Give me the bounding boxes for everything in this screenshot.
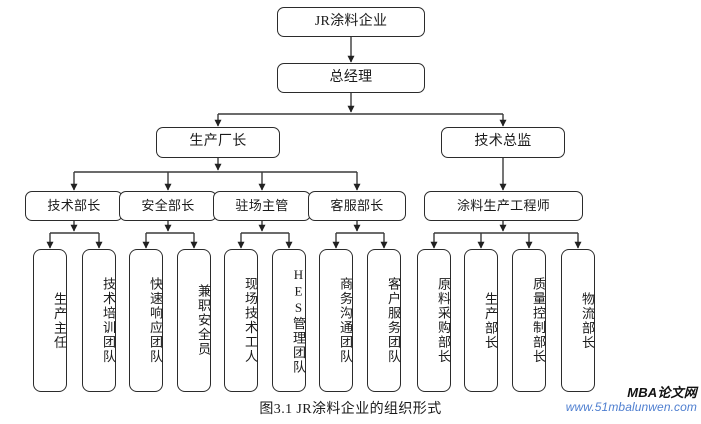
figure-caption: 图3.1 JR涂料企业的组织形式 [259, 402, 442, 417]
node-part-time-safety-officer[interactable]: 兼职安全员 [177, 249, 211, 392]
node-hes-management-team[interactable]: HES管理团队 [272, 249, 306, 392]
node-safety-manager[interactable]: 安全部长 [119, 191, 217, 221]
watermark-site-name: MBA论文网 [627, 385, 697, 400]
node-rapid-response-team[interactable]: 快速响应团队 [129, 249, 163, 392]
node-customer-service-manager[interactable]: 客服部长 [308, 191, 406, 221]
node-root[interactable]: JR涂料企业 [277, 7, 425, 37]
node-technical-director[interactable]: 技术总监 [441, 127, 565, 158]
node-technical-manager[interactable]: 技术部长 [25, 191, 123, 221]
node-logistics-manager[interactable]: 物流部长 [561, 249, 595, 392]
node-coating-production-engineer[interactable]: 涂料生产工程师 [424, 191, 583, 221]
node-production-director[interactable]: 生产厂长 [156, 127, 280, 158]
node-technical-training-team[interactable]: 技术培训团队 [82, 249, 116, 392]
node-quality-control-manager[interactable]: 质量控制部长 [512, 249, 546, 392]
node-production-manager[interactable]: 生产部长 [464, 249, 498, 392]
node-onsite-technical-worker[interactable]: 现场技术工人 [224, 249, 258, 392]
node-business-communication-team[interactable]: 商务沟通团队 [319, 249, 353, 392]
watermark-site-url: www.51mbalunwen.com [565, 399, 697, 414]
node-customer-service-team[interactable]: 客户服务团队 [367, 249, 401, 392]
node-raw-material-purchasing-manager[interactable]: 原料采购部长 [417, 249, 451, 392]
node-site-supervisor[interactable]: 驻场主管 [213, 191, 311, 221]
watermark: MBA论文网 www.51mbalunwen.com [565, 385, 697, 415]
node-general-manager[interactable]: 总经理 [277, 63, 425, 93]
node-production-chief[interactable]: 生产主任 [33, 249, 67, 392]
